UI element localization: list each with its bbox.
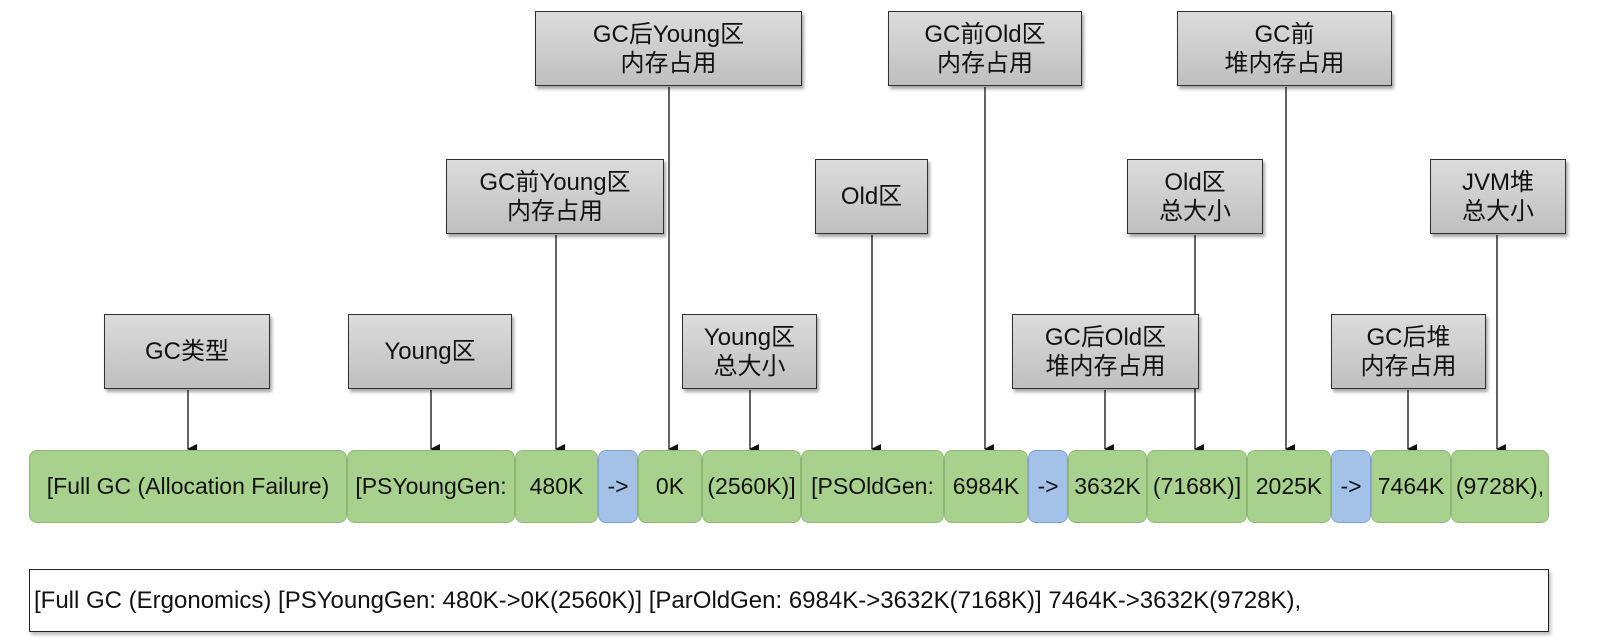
label-young-gen: Young区 bbox=[348, 314, 512, 389]
segment-heap-after: 7464K bbox=[1371, 450, 1451, 523]
label-old-before-line1: GC前Old区 bbox=[924, 20, 1046, 48]
segment-young-total: (2560K)] bbox=[702, 450, 801, 523]
label-gc-type-line1: GC类型 bbox=[145, 338, 229, 365]
segment-heap-total: (9728K), bbox=[1451, 450, 1549, 523]
label-heap-total-line2: 总大小 bbox=[1462, 197, 1534, 225]
segment-arrow-1: -> bbox=[598, 450, 638, 523]
label-young-after-line1: GC后Young区 bbox=[592, 20, 745, 48]
label-young-before-line2: 内存占用 bbox=[506, 197, 603, 225]
label-heap-total-line1: JVM堆 bbox=[1462, 168, 1534, 196]
segment-arrow-3: -> bbox=[1331, 450, 1371, 523]
label-old-gen: Old区 bbox=[815, 159, 928, 234]
label-old-before-line2: 内存占用 bbox=[936, 49, 1033, 77]
segment-arrow-2: -> bbox=[1028, 450, 1068, 523]
label-heap-after: GC后堆 内存占用 bbox=[1331, 314, 1486, 389]
label-young-before-line1: GC前Young区 bbox=[479, 168, 631, 196]
label-young-after-line2: 内存占用 bbox=[620, 49, 717, 77]
label-heap-before: GC前 堆内存占用 bbox=[1177, 11, 1392, 86]
label-old-gen-line1: Old区 bbox=[840, 183, 903, 210]
label-heap-after-line2: 内存占用 bbox=[1360, 352, 1457, 380]
segment-old-after: 3632K bbox=[1068, 450, 1147, 523]
label-young-after: GC后Young区 内存占用 bbox=[535, 11, 802, 86]
label-old-after-line1: GC后Old区 bbox=[1044, 323, 1167, 351]
segment-heap-before: 2025K bbox=[1247, 450, 1331, 523]
label-young-before: GC前Young区 内存占用 bbox=[446, 159, 664, 234]
label-young-gen-line1: Young区 bbox=[384, 338, 476, 365]
label-old-total-line2: 总大小 bbox=[1159, 197, 1231, 225]
label-young-total: Young区 总大小 bbox=[682, 314, 817, 389]
label-old-after: GC后Old区 堆内存占用 bbox=[1012, 314, 1199, 389]
label-heap-total: JVM堆 总大小 bbox=[1430, 159, 1566, 234]
label-young-total-line2: 总大小 bbox=[713, 352, 786, 380]
segment-old-total: (7168K)] bbox=[1147, 450, 1247, 523]
label-gc-type: GC类型 bbox=[104, 314, 270, 389]
segment-psyounggen: [PSYoungGen: bbox=[347, 450, 515, 523]
segment-psoldgen: [PSOldGen: bbox=[801, 450, 944, 523]
label-heap-before-line2: 堆内存占用 bbox=[1224, 49, 1345, 77]
label-old-after-line2: 堆内存占用 bbox=[1045, 352, 1166, 380]
segment-young-before: 480K bbox=[515, 450, 598, 523]
label-old-total: Old区 总大小 bbox=[1127, 159, 1263, 234]
segment-old-before: 6984K bbox=[944, 450, 1028, 523]
label-heap-before-line1: GC前 bbox=[1254, 20, 1315, 48]
label-heap-after-line1: GC后堆 bbox=[1366, 323, 1451, 351]
label-old-total-line1: Old区 bbox=[1164, 168, 1226, 196]
label-young-total-line1: Young区 bbox=[703, 323, 796, 351]
segment-full-gc: [Full GC (Allocation Failure) bbox=[29, 450, 347, 523]
segment-young-after: 0K bbox=[638, 450, 702, 523]
example-log-line: [Full GC (Ergonomics) [PSYoungGen: 480K-… bbox=[29, 569, 1549, 632]
label-old-before: GC前Old区 内存占用 bbox=[888, 11, 1082, 86]
